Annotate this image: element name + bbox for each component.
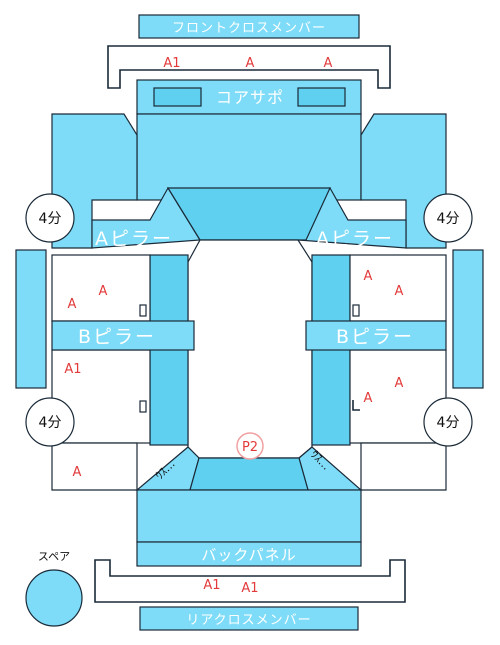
mark-rear-1: A1 (203, 578, 220, 593)
rear-window-frame[interactable] (189, 457, 309, 491)
spare-label: スペア (38, 550, 70, 563)
rear-cross-member[interactable] (139, 606, 359, 631)
right-front-door-marker (352, 304, 360, 317)
wheel-front-right-label: 4分 (437, 211, 460, 227)
left-front-door[interactable] (51, 254, 151, 322)
mark-rear-2: A1 (241, 581, 258, 596)
mark-right-1: A (364, 269, 373, 284)
a-pillar-left-label: Aピラー (95, 228, 173, 250)
right-front-door[interactable] (349, 254, 447, 322)
center-mark-badge (236, 432, 264, 460)
mark-left-1: A (99, 284, 108, 299)
wheel-front-left[interactable] (25, 193, 75, 243)
core-support-label: コアサポ (216, 88, 284, 107)
b-pillar-left-label: Bピラー (78, 326, 156, 348)
left-side-sill[interactable] (15, 249, 47, 389)
mark-front-3: A (324, 56, 333, 71)
mark-right-2: A (395, 284, 404, 299)
roof-opening (187, 239, 313, 459)
wheel-rear-right-label: 4分 (437, 415, 460, 431)
mark-left-3: A1 (64, 362, 81, 377)
b-pillar-right[interactable] (305, 320, 447, 351)
mark-front-2: A (246, 56, 255, 71)
rear-cross-member-label: リアクロスメンバー (186, 613, 311, 628)
front-apron[interactable] (136, 113, 362, 201)
wheel-rear-left[interactable] (25, 397, 75, 447)
right-rear-door-marker (352, 400, 360, 411)
mark-left-4: A (73, 465, 82, 480)
wheel-front-right[interactable] (423, 193, 473, 243)
a-pillar-right-label: Aピラー (316, 228, 394, 250)
core-support-right-slot (297, 87, 346, 107)
b-pillar-right-label: Bピラー (336, 326, 414, 348)
left-quarter-lower[interactable] (51, 442, 138, 491)
c-pillar-right[interactable] (298, 446, 363, 491)
wheel-rear-right[interactable] (423, 397, 473, 447)
mark-front-1: A1 (163, 56, 180, 71)
spare-tire[interactable] (25, 569, 83, 627)
mark-right-4: A (364, 391, 373, 406)
mark-left-2: A (68, 297, 77, 312)
wheel-front-left-label: 4分 (39, 211, 62, 227)
right-quarter-lower[interactable] (360, 442, 447, 491)
b-pillar-left[interactable] (51, 320, 195, 351)
right-side-sill[interactable] (452, 249, 484, 389)
front-bracket (107, 45, 391, 89)
back-panel[interactable] (136, 541, 362, 567)
left-rear-door-marker (139, 400, 147, 413)
front-cross-member[interactable] (138, 14, 360, 39)
left-front-door-marker (139, 304, 147, 317)
trunk-lid[interactable] (136, 489, 362, 543)
wheel-rear-left-label: 4分 (39, 415, 62, 431)
mark-center: P2 (242, 440, 258, 455)
core-support-left-slot (153, 87, 202, 107)
rear-bracket (94, 559, 406, 603)
back-panel-label: バックパネル (201, 546, 296, 564)
windshield-frame[interactable] (166, 187, 331, 241)
mark-right-3: A (395, 376, 404, 391)
front-cross-member-label: フロントクロスメンバー (172, 21, 326, 36)
